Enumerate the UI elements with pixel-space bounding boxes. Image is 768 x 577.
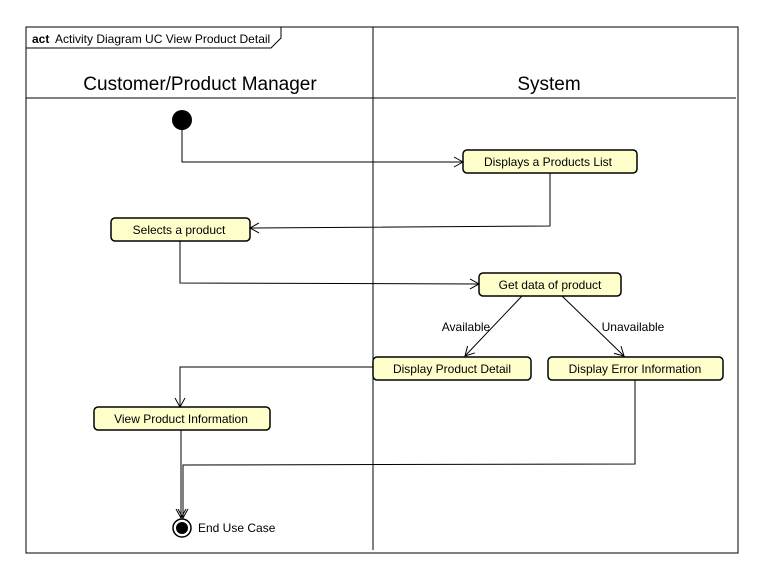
lane-title-right: System [517, 74, 580, 95]
action-view-product-information: View Product Information [93, 406, 271, 431]
svg-text:Displays a Products List: Displays a Products List [484, 155, 613, 169]
initial-node [172, 110, 192, 130]
action-displays-products-list: Displays a Products List [462, 149, 638, 174]
flow-initial-to-products-list [181, 130, 465, 168]
lane-title-left: Customer/Product Manager [83, 74, 317, 95]
diagram-frame [25, 26, 739, 554]
frame-title: Activity Diagram UC View Product Detail [55, 32, 270, 46]
flow-get-data-to-error [561, 295, 625, 357]
guard-available: Available [442, 320, 491, 334]
flow-get-data-to-detail [464, 295, 523, 357]
svg-text:Display Error Information: Display Error Information [569, 362, 702, 376]
action-display-error-information: Display Error Information [547, 356, 724, 381]
svg-text:View Product Information: View Product Information [114, 412, 248, 426]
svg-text:Display Product Detail: Display Product Detail [393, 362, 511, 376]
final-node-label: End Use Case [198, 521, 276, 535]
action-display-product-detail: Display Product Detail [372, 356, 532, 381]
flow-products-list-to-select [248, 173, 551, 234]
svg-text:Get data of product: Get data of product [499, 278, 602, 292]
guard-unavailable: Unavailable [602, 320, 665, 334]
flow-detail-to-view-info [174, 366, 373, 409]
svg-text:Selects a product: Selects a product [133, 223, 226, 237]
flow-select-to-get-data [179, 241, 481, 290]
activity-final-node [172, 518, 192, 538]
action-get-data-of-product: Get data of product [478, 272, 622, 297]
frame-name: act Activity Diagram UC View Product Det… [32, 32, 270, 46]
frame-keyword: act [32, 32, 49, 46]
action-selects-product: Selects a product [110, 217, 251, 242]
flow-error-to-end [177, 380, 636, 520]
frame-name-tab [26, 27, 282, 49]
